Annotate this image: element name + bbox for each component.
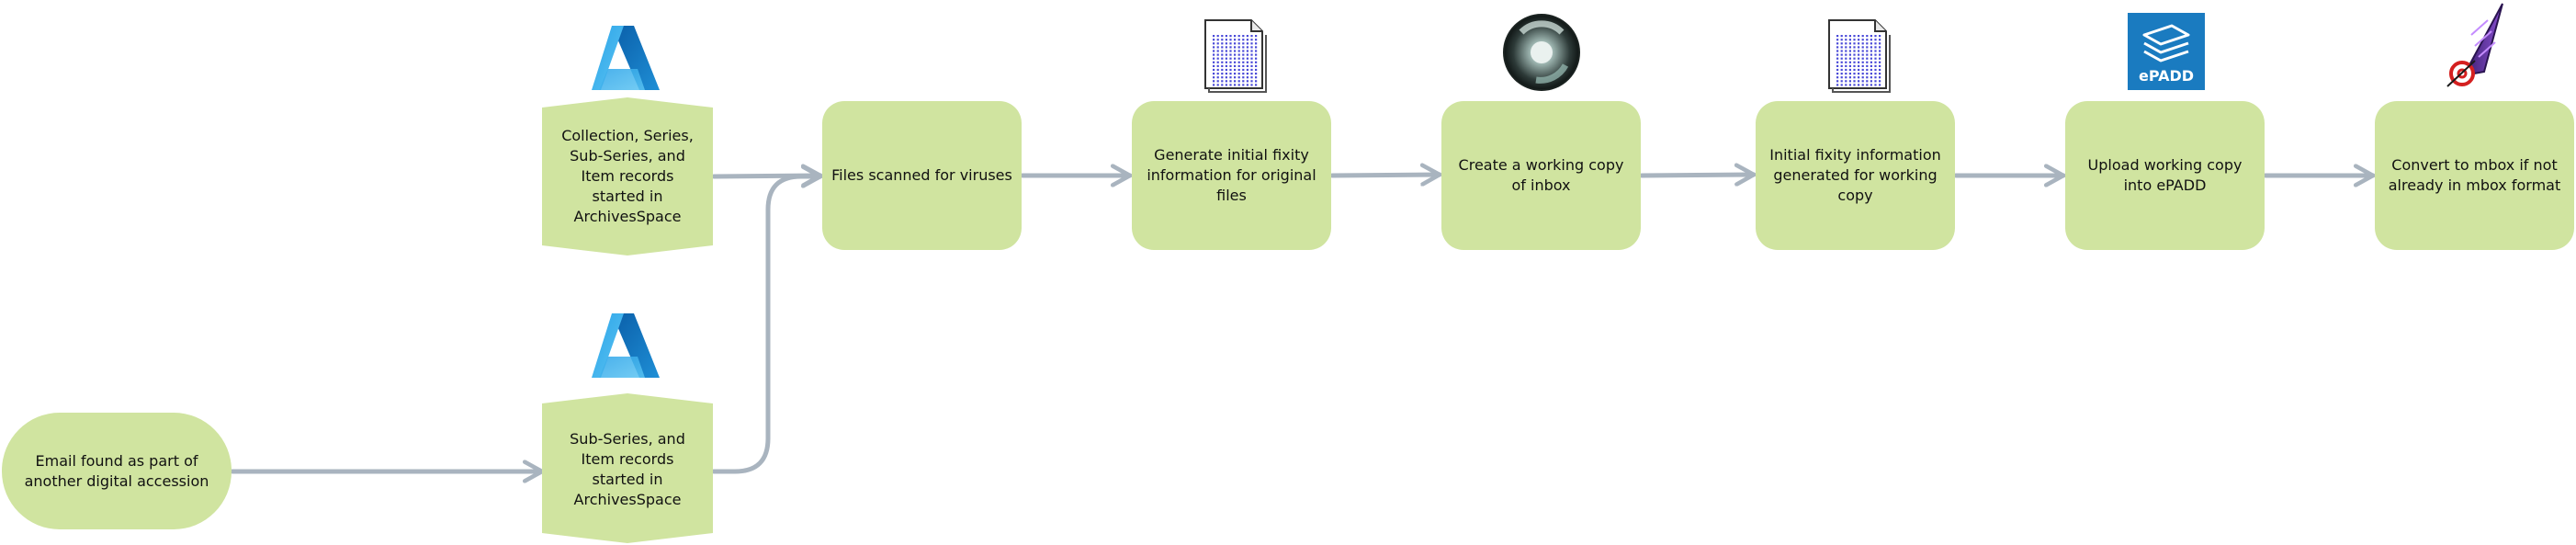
archivesspace-icon	[592, 313, 660, 378]
disc-app-icon	[1503, 14, 1580, 91]
document-icon	[1204, 19, 1267, 93]
node-fixity-working	[1756, 101, 1955, 250]
nodes	[2, 97, 2574, 543]
node-records-bottom	[542, 393, 713, 543]
epadd-icon: ePADD	[2128, 13, 2205, 90]
node-upload-epadd	[2065, 101, 2265, 250]
document-icon	[1828, 19, 1891, 93]
connectors	[230, 175, 2376, 474]
fixity-original-label: Generate initial fixity information for …	[1147, 146, 1316, 204]
node-working-copy	[1441, 101, 1641, 250]
epadd-icon-text: ePADD	[2139, 67, 2194, 85]
connector-records-bottom-to-virus-scan	[711, 176, 823, 474]
working-copy-label: Create a working copy of inbox	[1458, 156, 1624, 194]
email-found-label: Email found as part of another digital a…	[24, 452, 209, 490]
node-records-top	[542, 97, 713, 255]
node-virus-scan	[822, 101, 1022, 250]
convert-mbox-label: Convert to mbox if not already in mbox f…	[2388, 156, 2561, 194]
upload-epadd-label: Upload working copy into ePADD	[2087, 156, 2243, 194]
records-top-label: Collection, Series, Sub-Series, and Item…	[561, 127, 694, 225]
fixity-working-label: Initial fixity information generated for…	[1769, 146, 1941, 204]
records-bottom-label: Sub-Series, and Item records started in …	[570, 430, 685, 508]
connector-fixity-to-working-copy	[1329, 175, 1442, 176]
node-convert-mbox	[2375, 101, 2574, 250]
node-fixity-original	[1132, 101, 1331, 250]
node-email-found	[2, 413, 232, 529]
connector-working-copy-to-fixity-working	[1639, 175, 1757, 176]
virus-scan-label: Files scanned for viruses	[831, 166, 1012, 184]
archivesspace-icon	[592, 26, 660, 90]
mail-converter-icon	[2446, 3, 2503, 87]
